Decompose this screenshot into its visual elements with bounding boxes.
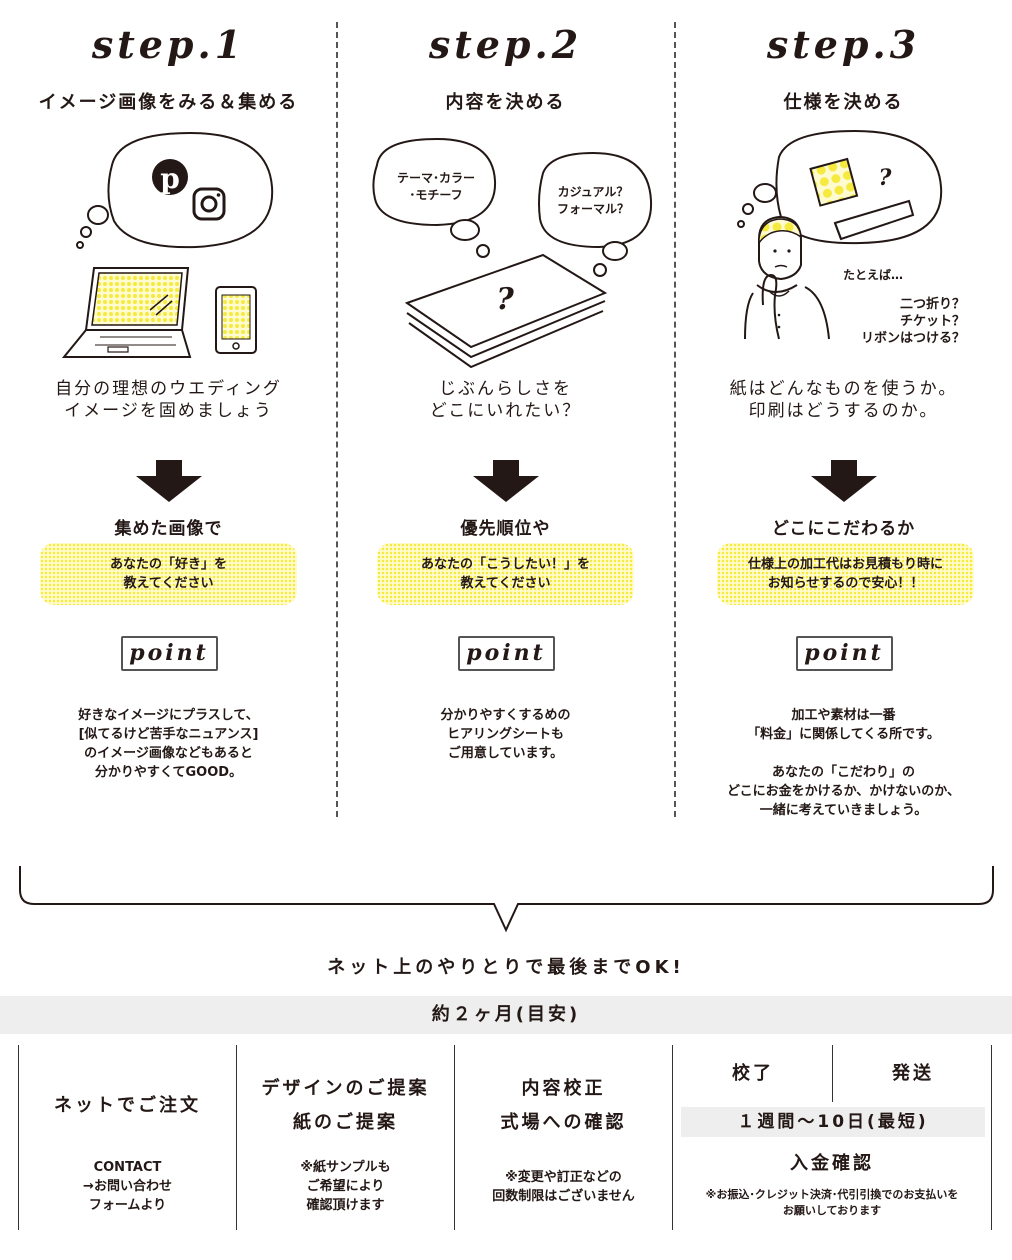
step-subheading: 優先順位や xyxy=(460,519,551,539)
point-text: 加工や素材は一番 「料金」に関係してくる所です。 あなたの「こだわり」の どこに… xyxy=(726,708,961,818)
flow-note: CONTACT →お問い合わせ フォームより xyxy=(83,1160,172,1213)
flow-note: ※紙サンプルも ご希望により 確認頂けます xyxy=(300,1160,391,1213)
flow-step-proofing: 内容校正 式場への確認 ※変更や訂正などの 回数制限はございません xyxy=(454,1045,672,1230)
point-text: 分かりやすくするめの ヒアリングシートも ご用意しています。 xyxy=(440,708,571,761)
svg-text:p: p xyxy=(160,162,180,195)
step-2-column: step.2 内容を決める ? テーマ･カラー ･モチーフ カジュアル？ フォー… xyxy=(337,0,674,830)
step-number: step.3 xyxy=(766,22,921,67)
flow-title: デザインのご提案 紙のご提案 xyxy=(261,1078,430,1133)
question-mark: ? xyxy=(879,165,893,191)
step-number: step.2 xyxy=(428,22,583,67)
point-label: point xyxy=(457,636,555,671)
pinterest-icon: p xyxy=(152,159,188,195)
point-text: 好きなイメージにプラスして、 [似てるけど苦手なニュアンス] のイメージ画像など… xyxy=(78,708,259,780)
flow-title: 内容校正 式場への確認 xyxy=(500,1078,627,1133)
step-title: イメージ画像をみる＆集める xyxy=(38,92,299,113)
step-subheading: どこにこだわるか xyxy=(771,519,916,539)
flow-step-proposal: デザインのご提案 紙のご提案 ※紙サンプルも ご希望により 確認頂けます xyxy=(236,1045,454,1230)
flow-title-approval: 校了 xyxy=(732,1063,774,1084)
bracket-connector xyxy=(19,866,994,933)
step-description: じぶんらしさを どこにいれたい？ xyxy=(429,379,582,421)
down-arrow-icon xyxy=(810,460,877,502)
flow-step-shipping: 校了 発送 １週間〜10日(最短) 入金確認 ※お振込･クレジット決済･代引引換… xyxy=(672,1045,992,1230)
step-subheading: 集めた画像で xyxy=(114,519,223,539)
highlight-box: 仕様上の加工代はお見積もり時に お知らせするので安心！！ xyxy=(717,543,974,605)
laptop-phone-illustration: p xyxy=(61,131,274,358)
example-list: 二つ折り？ チケット？ リボンはつける？ xyxy=(860,297,965,346)
column-divider xyxy=(336,22,338,817)
highlight-box: あなたの「こうしたい！」を 教えてください xyxy=(377,543,634,605)
example-label: たとえば… xyxy=(843,268,904,282)
flow-title: ネットでご注文 xyxy=(54,1095,201,1116)
bubble-theme-text: テーマ･カラー ･モチーフ xyxy=(396,171,475,202)
step-number: step.1 xyxy=(91,22,246,67)
flow-title-shipping: 発送 xyxy=(892,1063,934,1084)
process-flow: ネットでご注文 CONTACT →お問い合わせ フォームより デザインのご提案 … xyxy=(18,1045,992,1230)
step-3-column: step.3 仕様を決める ? たとえば… 二つ折 xyxy=(675,0,1012,830)
payment-confirm: 入金確認 xyxy=(790,1153,874,1174)
period-bar: １週間〜10日(最短) xyxy=(681,1107,985,1137)
column-divider xyxy=(674,22,676,817)
instagram-icon xyxy=(192,187,226,221)
duration-bar: 約２ヶ月(目安) xyxy=(0,996,1012,1034)
flow-note: ※お振込･クレジット決済･代引引換でのお支払いを お願いしております xyxy=(705,1188,959,1217)
down-arrow-icon xyxy=(472,460,539,502)
step-title: 内容を決める xyxy=(445,92,566,113)
bubble-style-text: カジュアル？ フォーマル？ xyxy=(556,185,629,216)
flow-split-divider xyxy=(832,1045,833,1102)
summary-text: ネット上のやりとりで最後までOK! xyxy=(327,957,685,978)
step-1-column: step.1 イメージ画像をみる＆集める p xyxy=(0,0,337,830)
step-description: 紙はどんなものを使うか。 印刷はどうするのか。 xyxy=(729,379,958,421)
point-label: point xyxy=(795,636,893,671)
question-mark: ? xyxy=(496,282,514,317)
flow-note: ※変更や訂正などの 回数制限はございません xyxy=(492,1170,635,1204)
step-title: 仕様を決める xyxy=(783,92,904,113)
thinking-person-illustration: ? xyxy=(737,129,943,340)
paper-stack-illustration: ? xyxy=(372,137,653,369)
step-description: 自分の理想のウエディング イメージを固めましょう xyxy=(55,379,282,421)
point-label: point xyxy=(120,636,218,671)
flow-step-order: ネットでご注文 CONTACT →お問い合わせ フォームより xyxy=(18,1045,236,1230)
down-arrow-icon xyxy=(135,460,202,502)
highlight-box: あなたの「好き」を 教えてください xyxy=(40,543,297,605)
